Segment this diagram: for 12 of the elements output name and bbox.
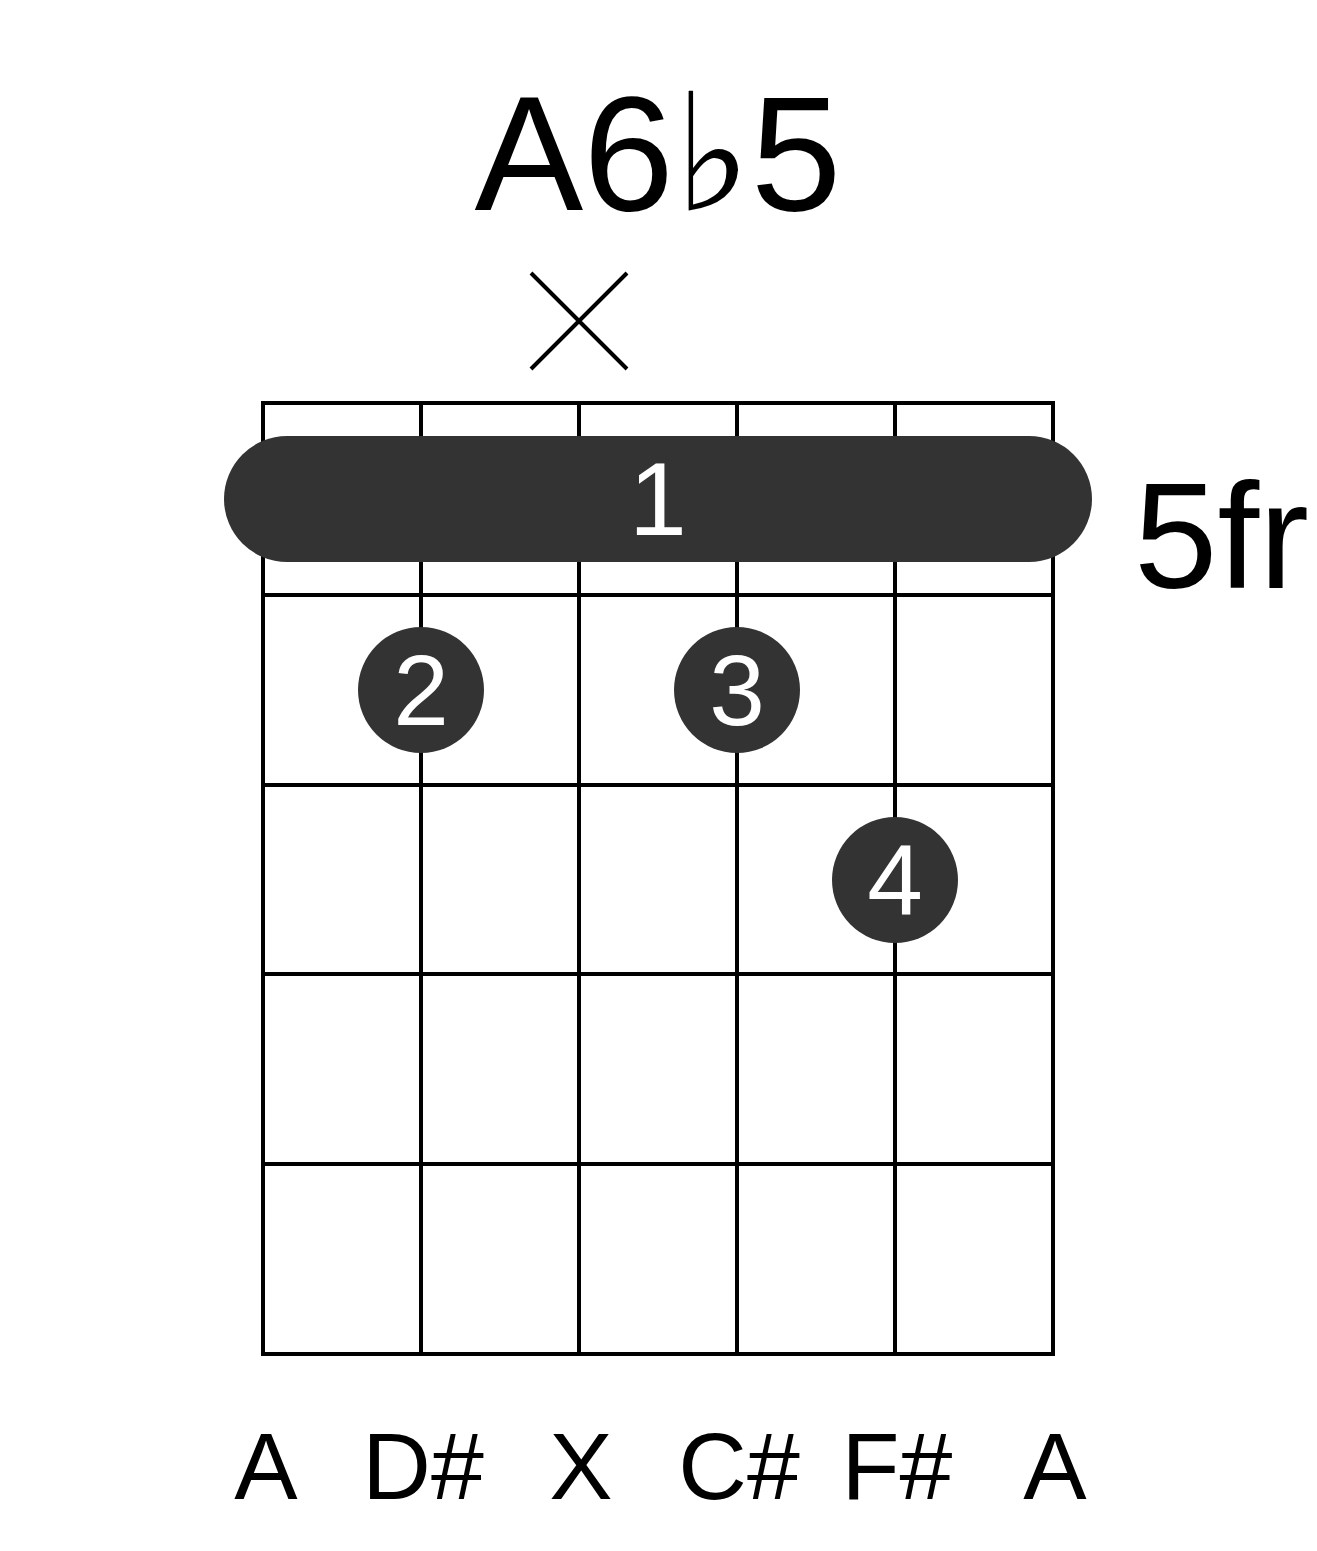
finger-barre: 1: [224, 436, 1092, 562]
string-note: X: [549, 1418, 613, 1514]
finger-dot: 3: [674, 627, 800, 753]
chord-title: A6♭5: [474, 71, 842, 235]
string-note: A: [1023, 1418, 1087, 1514]
string-note: D#: [362, 1418, 484, 1514]
string-note: F#: [841, 1418, 953, 1514]
finger-dot: 2: [358, 627, 484, 753]
finger-dot: 4: [832, 817, 958, 943]
string-note: C#: [678, 1418, 800, 1514]
fret-number: 5fr: [1134, 461, 1310, 611]
string-note: A: [234, 1418, 298, 1514]
